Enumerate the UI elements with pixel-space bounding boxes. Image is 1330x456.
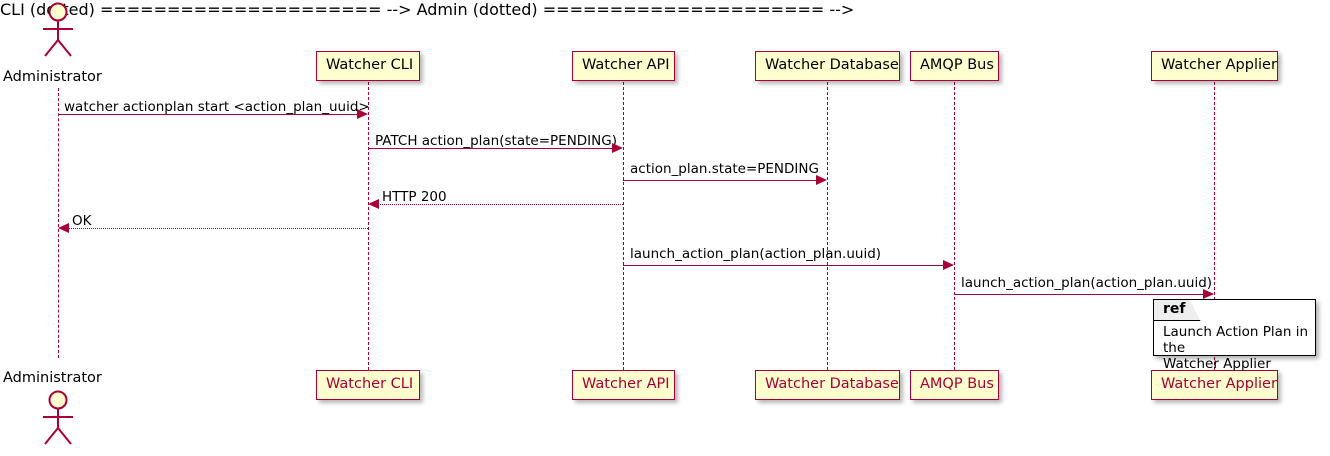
message-line-6 <box>623 265 947 266</box>
ref-fragment[interactable]: ref Launch Action Plan in the Watcher Ap… <box>1153 299 1316 372</box>
participant-top-watcher-api[interactable]: Watcher API <box>572 51 675 81</box>
lifeline-watcher-applier <box>1214 82 1215 370</box>
message-label-7: launch_action_plan(action_plan.uuid) <box>961 275 1213 291</box>
message-label-3: action_plan.state=PENDING <box>630 161 819 177</box>
actor-administrator-bottom <box>43 390 73 445</box>
lifeline-watcher-cli <box>368 82 369 370</box>
message-arrowhead-6 <box>943 260 954 270</box>
ref-fragment-tab-label: ref <box>1154 300 1201 323</box>
message-line-7 <box>954 294 1207 295</box>
message-arrowhead-4 <box>368 199 379 209</box>
participant-top-watcher-applier[interactable]: Watcher Applier <box>1151 51 1278 81</box>
message-arrowhead-1 <box>357 109 368 119</box>
message-line-2 <box>368 148 616 149</box>
lifeline-watcher-database <box>827 82 828 370</box>
participant-top-amqp-bus[interactable]: AMQP Bus <box>910 51 999 81</box>
actor-label-administrator-bottom: Administrator <box>3 370 102 386</box>
participant-top-watcher-database[interactable]: Watcher Database <box>755 51 900 81</box>
message-line-5 <box>65 228 368 229</box>
participant-bottom-watcher-api[interactable]: Watcher API <box>572 370 675 400</box>
participant-bottom-amqp-bus[interactable]: AMQP Bus <box>910 370 999 400</box>
message-arrowhead-5 <box>58 223 69 233</box>
participant-bottom-watcher-database[interactable]: Watcher Database <box>755 370 900 400</box>
message-label-6: launch_action_plan(action_plan.uuid) <box>630 246 882 262</box>
message-label-1: watcher actionplan start <action_plan_uu… <box>64 99 370 115</box>
message-line-3 <box>623 180 820 181</box>
message-label-5: OK <box>72 213 92 229</box>
message-label-2: PATCH action_plan(state=PENDING) <box>375 133 617 149</box>
actor-label-administrator-top: Administrator <box>3 69 102 85</box>
participant-bottom-watcher-cli[interactable]: Watcher CLI <box>316 370 420 400</box>
lifeline-watcher-api <box>623 82 624 370</box>
participant-top-watcher-cli[interactable]: Watcher CLI <box>316 51 420 81</box>
message-line-1 <box>58 114 361 115</box>
message-arrowhead-3 <box>816 175 827 185</box>
lifeline-amqp-bus <box>954 82 955 370</box>
message-arrowhead-7 <box>1203 289 1214 299</box>
actor-administrator-top <box>43 2 73 57</box>
message-label-4: HTTP 200 <box>382 189 447 205</box>
message-line-4 <box>375 204 623 205</box>
ref-fragment-body: Launch Action Plan in the Watcher Applie… <box>1163 324 1309 372</box>
participant-bottom-watcher-applier[interactable]: Watcher Applier <box>1151 370 1278 400</box>
message-arrowhead-2 <box>612 143 623 153</box>
